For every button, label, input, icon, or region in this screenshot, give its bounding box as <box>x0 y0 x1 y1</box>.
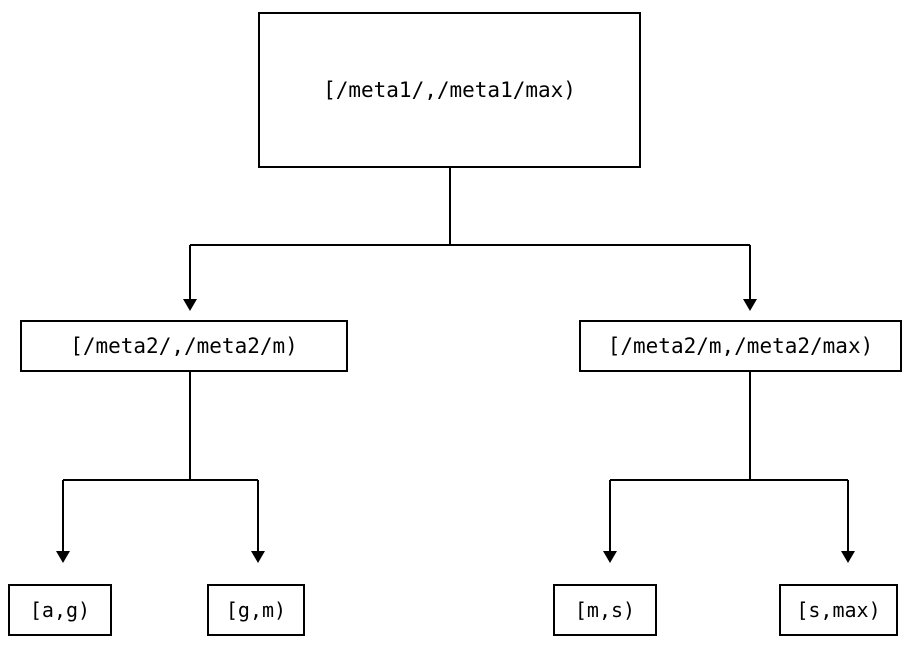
tree-node-middle-left-label: [/meta2/,/meta2/m) <box>70 333 298 358</box>
tree-node-leaf-4-label: [s,max) <box>796 598 881 622</box>
arrowhead-to-leaf-3 <box>603 551 617 563</box>
arrowhead-to-middle-right <box>743 299 757 311</box>
tree-node-root-label: [/meta1/,/meta1/max) <box>323 77 576 102</box>
arrowhead-to-leaf-4 <box>841 551 855 563</box>
tree-node-middle-left[interactable]: [/meta2/,/meta2/m) <box>20 320 348 372</box>
tree-node-leaf-4[interactable]: [s,max) <box>779 584 898 636</box>
tree-node-middle-right-label: [/meta2/m,/meta2/max) <box>607 333 874 358</box>
arrowhead-to-leaf-2 <box>251 551 265 563</box>
tree-node-leaf-3-label: [m,s) <box>574 598 636 622</box>
tree-node-leaf-3[interactable]: [m,s) <box>553 584 657 636</box>
arrowhead-to-middle-left <box>183 299 197 311</box>
tree-node-leaf-1[interactable]: [a,g) <box>8 584 112 636</box>
tree-node-leaf-2[interactable]: [g,m) <box>207 584 305 636</box>
tree-node-root[interactable]: [/meta1/,/meta1/max) <box>258 12 641 168</box>
tree-node-leaf-2-label: [g,m) <box>225 598 287 622</box>
arrowhead-to-leaf-1 <box>56 551 70 563</box>
tree-node-leaf-1-label: [a,g) <box>29 598 91 622</box>
tree-node-middle-right[interactable]: [/meta2/m,/meta2/max) <box>579 320 902 372</box>
